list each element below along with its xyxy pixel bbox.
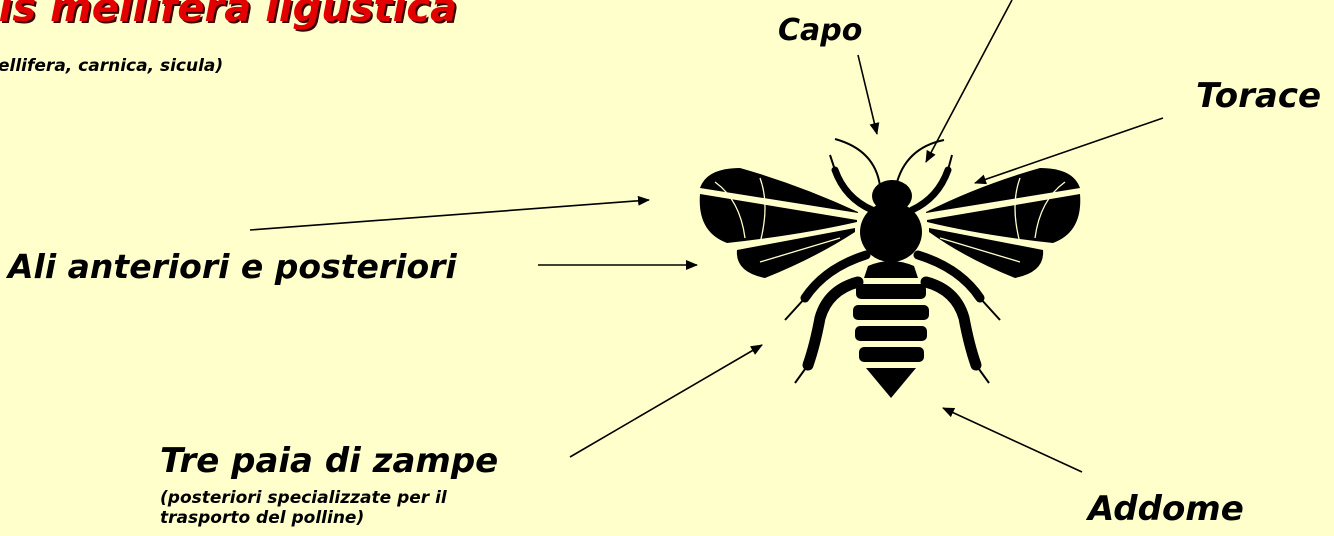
arrow-torace (975, 118, 1163, 183)
arrow-antenna (926, 0, 1012, 162)
arrow-ali-upper (250, 200, 649, 230)
label-addome: Addome (1088, 492, 1244, 526)
bee-thorax (860, 202, 922, 262)
label-torace: Torace (1196, 79, 1321, 113)
bee-silhouette-icon (700, 139, 1081, 398)
arrow-zampe (570, 345, 762, 457)
wing-right (926, 168, 1080, 278)
note-zampe-line1: (posteriori specializzate per il (160, 488, 600, 508)
note-zampe: (posteriori specializzate per il traspor… (160, 488, 600, 529)
arrow-capo (858, 55, 877, 134)
note-zampe-line2: trasporto del polline) (160, 508, 600, 528)
wing-left (700, 168, 858, 278)
antenna-right (896, 140, 944, 186)
bee-abdomen (853, 261, 929, 398)
label-capo: Capo (778, 16, 862, 46)
label-ali: Ali anteriori e posteriori (8, 250, 457, 283)
arrow-addome (943, 408, 1082, 472)
label-zampe: Tre paia di zampe (160, 444, 498, 478)
